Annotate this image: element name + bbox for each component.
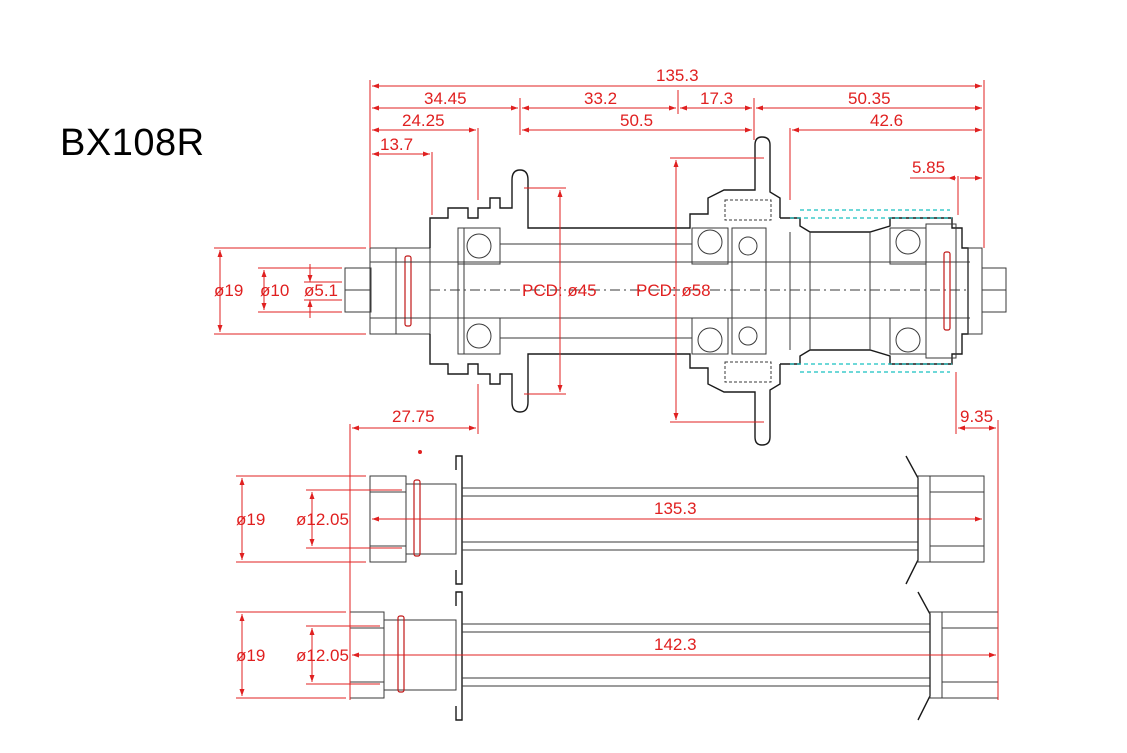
axle1-dim-dia-12-05: ø12.05 — [296, 510, 349, 529]
dim-dia-10: ø10 — [260, 281, 289, 300]
axle2-dim-length: 142.3 — [654, 635, 697, 654]
dim-13-7: 13.7 — [380, 135, 413, 154]
dim-dia-19: ø19 — [214, 281, 243, 300]
reference-dot — [418, 450, 422, 454]
dim-24-25: 24.25 — [402, 111, 445, 130]
axle2-dim-dia-19: ø19 — [236, 646, 265, 665]
axle-135-drawing — [369, 455, 985, 585]
dim-27-75: 27.75 — [392, 407, 435, 426]
part-title: BX108R — [60, 122, 205, 164]
dim-33-2: 33.2 — [584, 89, 617, 108]
dim-pcd-58: PCD: ø58 — [636, 281, 711, 300]
axle1-dim-length: 135.3 — [654, 499, 697, 518]
axle2-dim-dia-12-05: ø12.05 — [296, 646, 349, 665]
dim-9-35: 9.35 — [960, 407, 993, 426]
dim-42-6: 42.6 — [870, 111, 903, 130]
dim-50-5: 50.5 — [620, 111, 653, 130]
dim-dia-5-1: ø5.1 — [304, 281, 338, 300]
dimensions: 135.3 34.45 33.2 17.3 50.35 24.25 50.5 4… — [214, 66, 999, 700]
axle1-dim-dia-19: ø19 — [236, 510, 265, 529]
dim-34-45: 34.45 — [424, 89, 467, 108]
hub-body — [344, 136, 1007, 446]
axle-142-drawing — [349, 591, 999, 721]
dim-17-3: 17.3 — [700, 89, 733, 108]
dim-50-35: 50.35 — [848, 89, 891, 108]
dim-pcd-45: PCD: ø45 — [522, 281, 597, 300]
dim-5-85: 5.85 — [912, 158, 945, 177]
dim-overall: 135.3 — [656, 66, 699, 85]
